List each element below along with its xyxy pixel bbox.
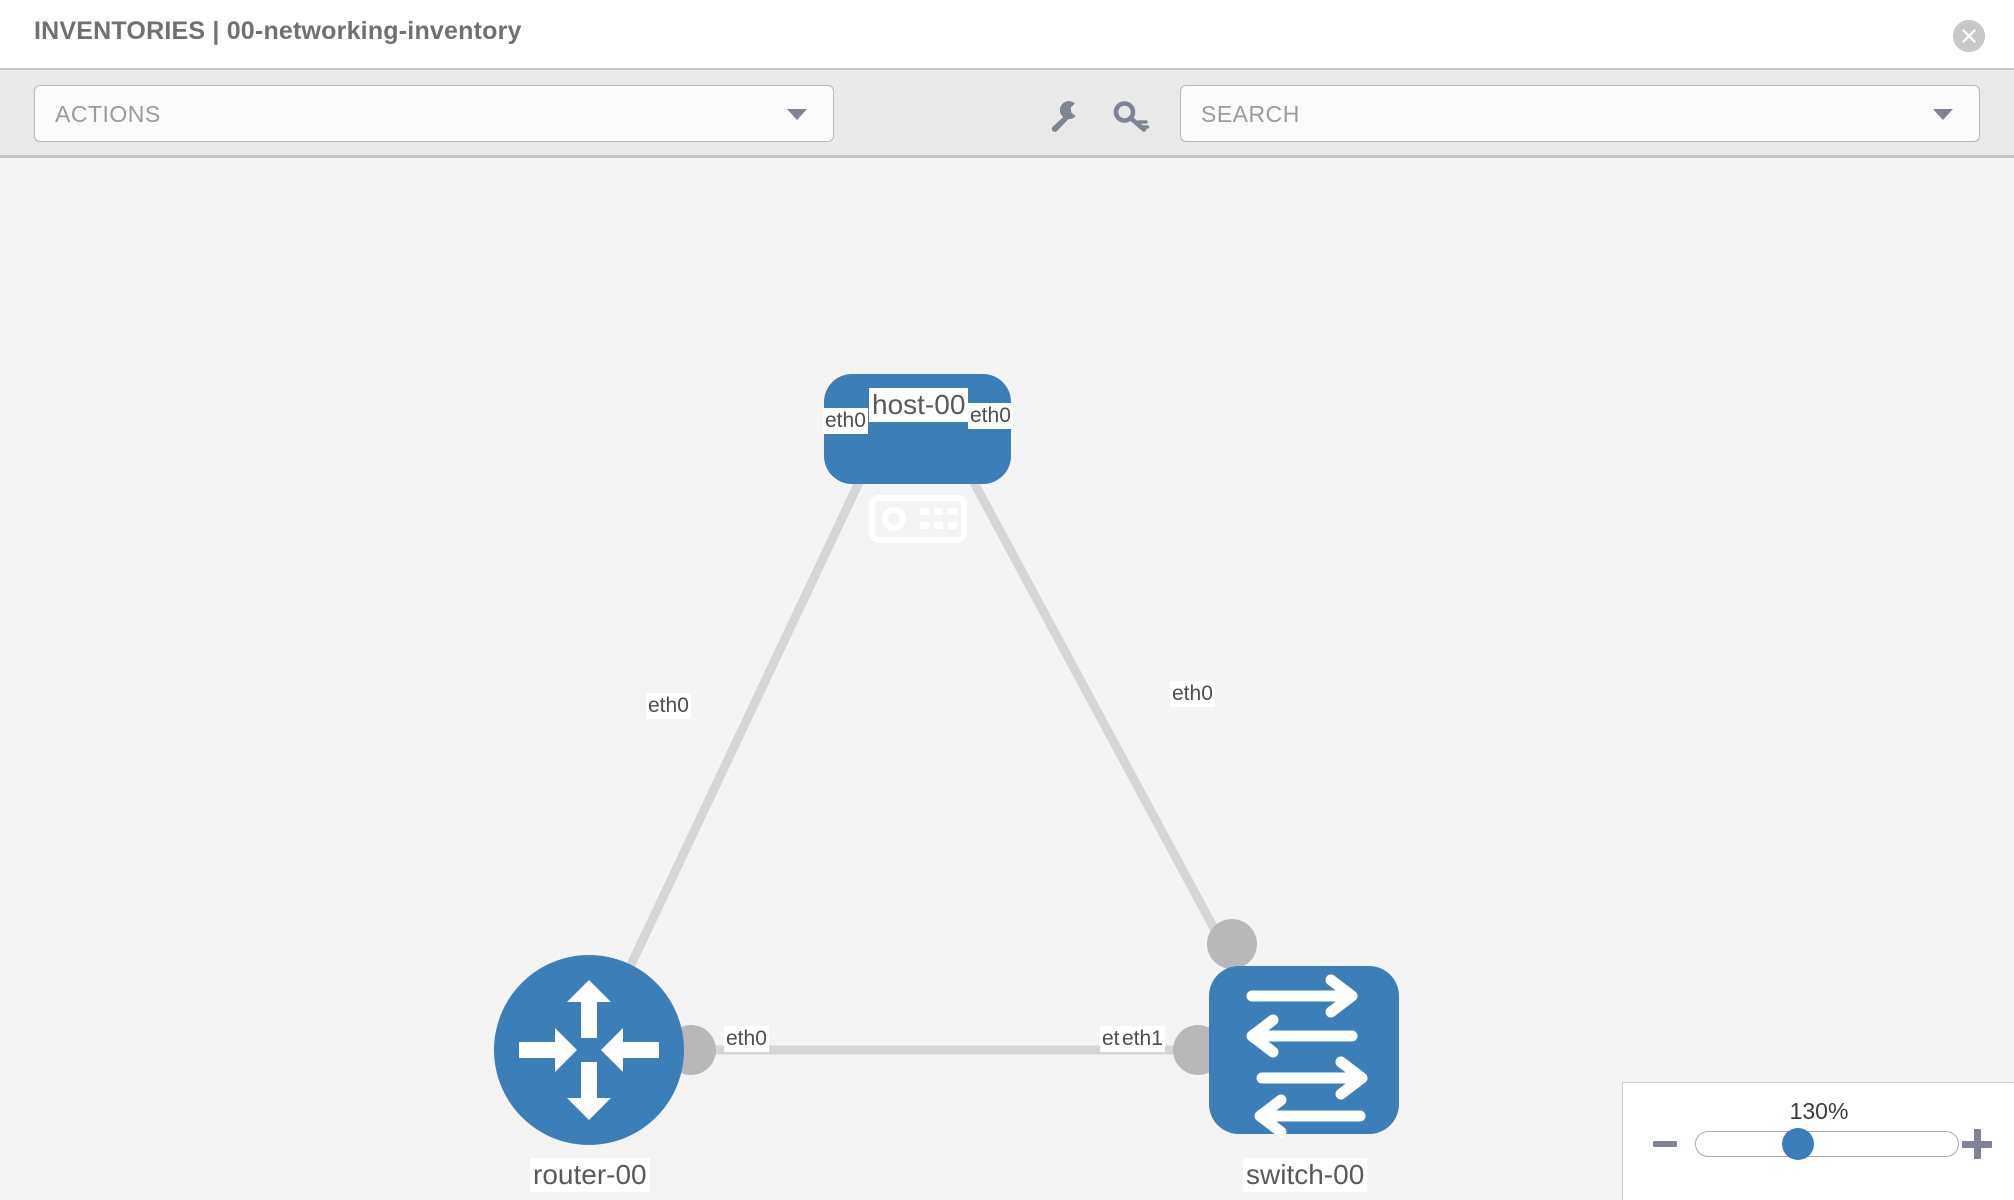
server-icon	[869, 495, 967, 543]
close-icon[interactable]	[1953, 20, 1985, 52]
node-label-switch-00: switch-00	[1243, 1158, 1368, 1192]
zoom-slider-thumb[interactable]	[1782, 1128, 1814, 1160]
router-arrows-icon	[519, 980, 659, 1120]
switch-arrows-icon	[1246, 974, 1368, 1138]
actions-dropdown[interactable]: ACTIONS	[34, 85, 834, 142]
topology-edges	[615, 435, 1234, 1055]
port-label-switch00-eth1: eth1	[1120, 1026, 1165, 1052]
node-label-host-00: host-00	[869, 388, 969, 422]
zoom-in-button[interactable]	[1962, 1129, 1992, 1159]
topology-canvas[interactable]: eth0 eth0 host-00 eth0 eth0 eth0 eth0 et…	[0, 158, 2014, 1200]
node-switch-00	[1209, 966, 1399, 1138]
wrench-icon[interactable]	[1046, 100, 1084, 132]
search-placeholder: SEARCH	[1201, 101, 1300, 127]
search-input[interactable]: SEARCH	[1180, 85, 1980, 142]
port-label-router00-eth0-up: eth0	[646, 693, 691, 719]
port-label-router00-eth0: eth0	[724, 1026, 769, 1052]
zoom-level-value: 130%	[1789, 1098, 1849, 1124]
page-title: INVENTORIES | 00-networking-inventory	[34, 17, 522, 45]
port-label-switch00-eth0-up: eth0	[1170, 681, 1215, 707]
edge-host00-switch00	[946, 435, 1234, 961]
page-header: INVENTORIES | 00-networking-inventory	[0, 0, 2014, 68]
port-label-host00-eth0-right: eth0	[968, 403, 1013, 429]
port-label-host00-eth0-left: eth0	[823, 408, 868, 434]
node-label-router-00: router-00	[530, 1158, 650, 1192]
actions-dropdown-label: ACTIONS	[55, 101, 161, 127]
zoom-control-panel: 130%	[1622, 1082, 2014, 1200]
search-chevron-down-icon[interactable]	[1933, 109, 1953, 120]
edge-host00-router00	[615, 436, 885, 990]
chevron-down-icon	[787, 109, 807, 120]
zoom-out-button[interactable]	[1653, 1141, 1677, 1147]
toolbar: ACTIONS SEARCH	[0, 68, 2014, 158]
key-icon[interactable]	[1113, 100, 1151, 132]
port-switch00-topleft	[1207, 919, 1257, 969]
zoom-slider-track[interactable]	[1695, 1131, 1959, 1157]
topology-graph	[494, 374, 1399, 1145]
node-router-00	[494, 955, 684, 1145]
